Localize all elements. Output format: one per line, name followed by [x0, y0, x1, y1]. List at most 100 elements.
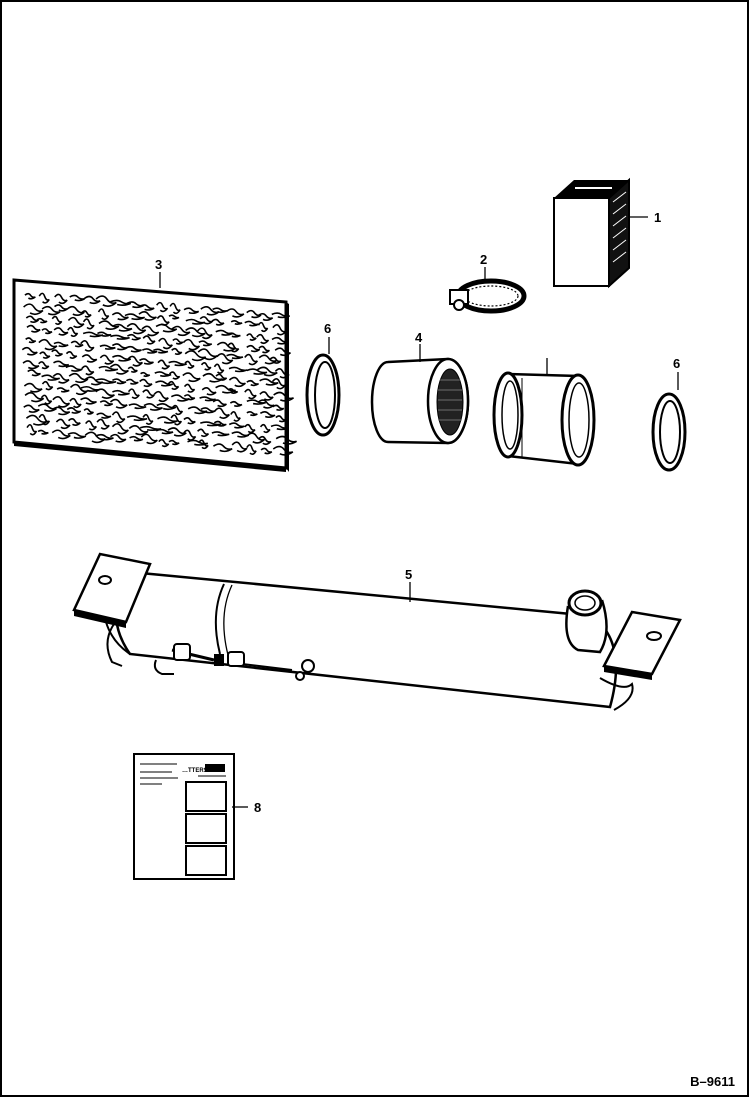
foam-texture-mark: [112, 354, 132, 362]
foam-texture-mark: [56, 387, 70, 393]
foam-texture-mark: [25, 414, 48, 426]
foam-texture-mark: [141, 325, 160, 337]
foam-texture-mark: [112, 389, 130, 396]
foam-texture-mark: [182, 338, 201, 351]
foam-texture-mark: [52, 373, 70, 384]
foam-texture-mark: [25, 315, 40, 323]
foam-texture-mark: [274, 347, 291, 357]
foam-texture-mark: [216, 353, 234, 365]
foam-texture-mark: [260, 447, 273, 455]
foam-texture-mark: [80, 385, 100, 392]
foam-texture-mark: [24, 292, 36, 300]
callout-8: 8: [254, 800, 261, 815]
callout-5: 5: [405, 567, 412, 582]
foam-texture-mark: [26, 423, 38, 436]
foam-texture-mark: [200, 362, 212, 371]
foam-texture-mark: [183, 394, 196, 401]
foam-texture-mark: [256, 366, 278, 377]
foam-texture-mark: [23, 303, 44, 316]
foam-texture-mark: [199, 316, 214, 325]
foam-texture-mark: [212, 443, 233, 453]
callout-2: 2: [480, 252, 487, 267]
foam-texture-mark: [83, 295, 101, 305]
foam-texture-mark: [125, 378, 139, 385]
foam-texture-mark: [81, 354, 98, 363]
foam-texture-mark: [259, 410, 276, 419]
foam-texture-mark: [156, 301, 169, 313]
foam-texture-mark: [126, 322, 147, 335]
foam-texture-mark: [67, 432, 87, 439]
foam-texture-mark: [109, 398, 128, 409]
decal-heading: …TTERS: [182, 768, 208, 774]
foam-texture-mark: [167, 380, 180, 390]
foam-texture-mark: [22, 360, 40, 370]
foam-texture-mark: [40, 394, 53, 405]
foam-texture-mark: [55, 418, 71, 430]
foam-texture-mark: [246, 368, 268, 375]
foam-texture-mark: [171, 347, 183, 356]
foam-texture-mark: [124, 313, 146, 321]
foam-texture-mark: [126, 333, 142, 341]
foam-texture-mark: [169, 302, 181, 315]
foam-texture-mark: [246, 411, 258, 417]
foam-texture-mark: [244, 388, 257, 400]
foam-texture-mark: [269, 356, 282, 364]
foam-texture-mark: [38, 413, 51, 426]
foam-texture-mark: [246, 309, 262, 319]
foam-texture-mark: [227, 332, 241, 338]
foam-texture-mark: [54, 293, 68, 305]
foam-texture-mark: [155, 380, 174, 387]
foam-texture-mark: [157, 416, 178, 424]
foam-texture-mark: [25, 337, 37, 344]
foam-texture-mark: [139, 304, 155, 311]
foam-texture-mark: [199, 396, 216, 402]
foam-texture-mark: [23, 382, 43, 393]
part-3-foam-filter-pad: [12, 278, 298, 472]
foam-texture-mark: [52, 406, 71, 416]
foam-texture-mark: [229, 400, 243, 408]
foam-texture-mark: [129, 435, 144, 442]
foam-texture-mark: [81, 310, 92, 318]
foam-texture-mark: [156, 403, 177, 411]
foam-texture-mark: [111, 422, 129, 435]
foam-texture-mark: [258, 435, 272, 446]
foam-texture-mark: [81, 365, 95, 376]
foam-texture-mark: [41, 374, 61, 381]
foam-texture-mark: [246, 333, 257, 341]
foam-texture-mark: [158, 337, 173, 350]
foam-texture-mark: [36, 317, 48, 324]
foam-texture-mark: [142, 413, 154, 425]
foam-texture-mark: [257, 399, 275, 409]
foam-texture-mark: [127, 366, 138, 373]
foam-texture-mark: [216, 341, 237, 352]
foam-texture-mark: [197, 348, 218, 361]
foam-texture-mark: [139, 378, 153, 388]
foam-texture-mark: [53, 360, 70, 368]
foam-texture-mark: [183, 417, 196, 425]
foam-texture-mark: [259, 423, 271, 434]
part-2-hose-clamp: [449, 278, 527, 314]
foam-texture-mark: [231, 431, 250, 438]
foam-texture-mark: [82, 318, 95, 330]
foam-texture-mark: [184, 360, 195, 369]
foam-texture-mark: [97, 308, 110, 321]
foam-texture-mark: [153, 348, 169, 354]
foam-texture-mark: [80, 397, 97, 405]
foam-texture-mark: [228, 422, 245, 429]
foam-texture-mark: [80, 340, 95, 352]
foam-texture-mark: [126, 415, 148, 422]
foam-texture-mark: [110, 299, 132, 306]
foam-texture-mark: [226, 308, 245, 318]
foam-texture-mark: [200, 421, 222, 427]
foam-texture-mark: [85, 420, 98, 431]
foam-texture-mark: [111, 323, 133, 332]
foam-texture-mark: [187, 439, 209, 446]
callout-4: 4: [415, 330, 423, 345]
foam-texture-mark: [168, 439, 180, 446]
foam-texture-mark: [38, 292, 50, 304]
foam-texture-mark: [66, 407, 82, 414]
part-1-filter-box: [553, 177, 630, 289]
foam-texture-mark: [21, 346, 38, 356]
foam-texture-mark: [65, 365, 83, 372]
foam-texture-mark: [187, 406, 208, 415]
